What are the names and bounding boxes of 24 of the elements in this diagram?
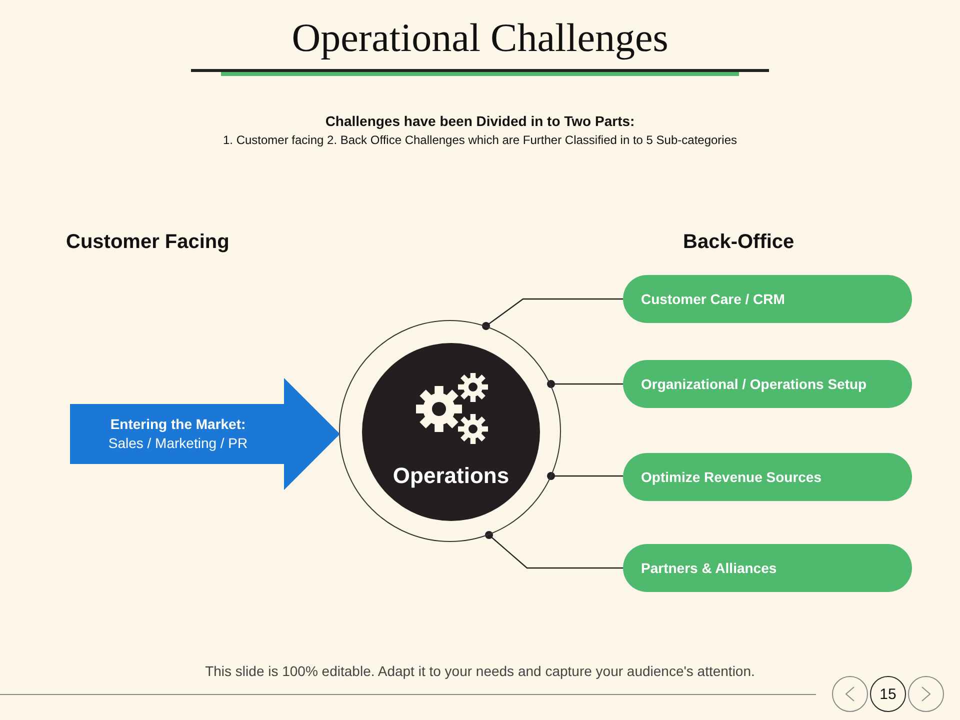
pill-label: Organizational / Operations Setup: [641, 376, 867, 392]
node-label: Operations: [392, 463, 510, 489]
category-pill: [623, 275, 912, 323]
category-pill: [623, 544, 912, 592]
pill-label: Partners & Alliances: [641, 560, 777, 576]
block-arrow: [70, 378, 340, 490]
pill-label: Customer Care / CRM: [641, 291, 785, 307]
connector-line: [547, 380, 623, 388]
subtitle: Challenges have been Divided in to Two Parts:: [324, 113, 636, 129]
connector-line: [485, 531, 623, 569]
arrow-text: Entering the Market:: [109, 416, 247, 432]
category-pill: [623, 453, 912, 501]
title: Operational Challenges: [290, 14, 670, 61]
connector-line: [482, 298, 623, 330]
description: 1. Customer facing 2. Back Office Challenges which are Further Classified in to 5 Sub-categories: [222, 133, 738, 147]
ring-circle: [339, 320, 561, 542]
section-heading: Customer Facing: [66, 231, 230, 254]
category-pill: [623, 360, 912, 408]
connector-line: [547, 472, 623, 480]
page-number: 15: [870, 676, 906, 712]
pill-label: Optimize Revenue Sources: [641, 469, 822, 485]
footer-note: This slide is 100% editable. Adapt it to your needs and capture your audience's attention.: [204, 663, 756, 679]
section-heading: Back-Office: [683, 231, 796, 254]
arrow-text: Sales / Marketing / PR: [107, 435, 249, 451]
